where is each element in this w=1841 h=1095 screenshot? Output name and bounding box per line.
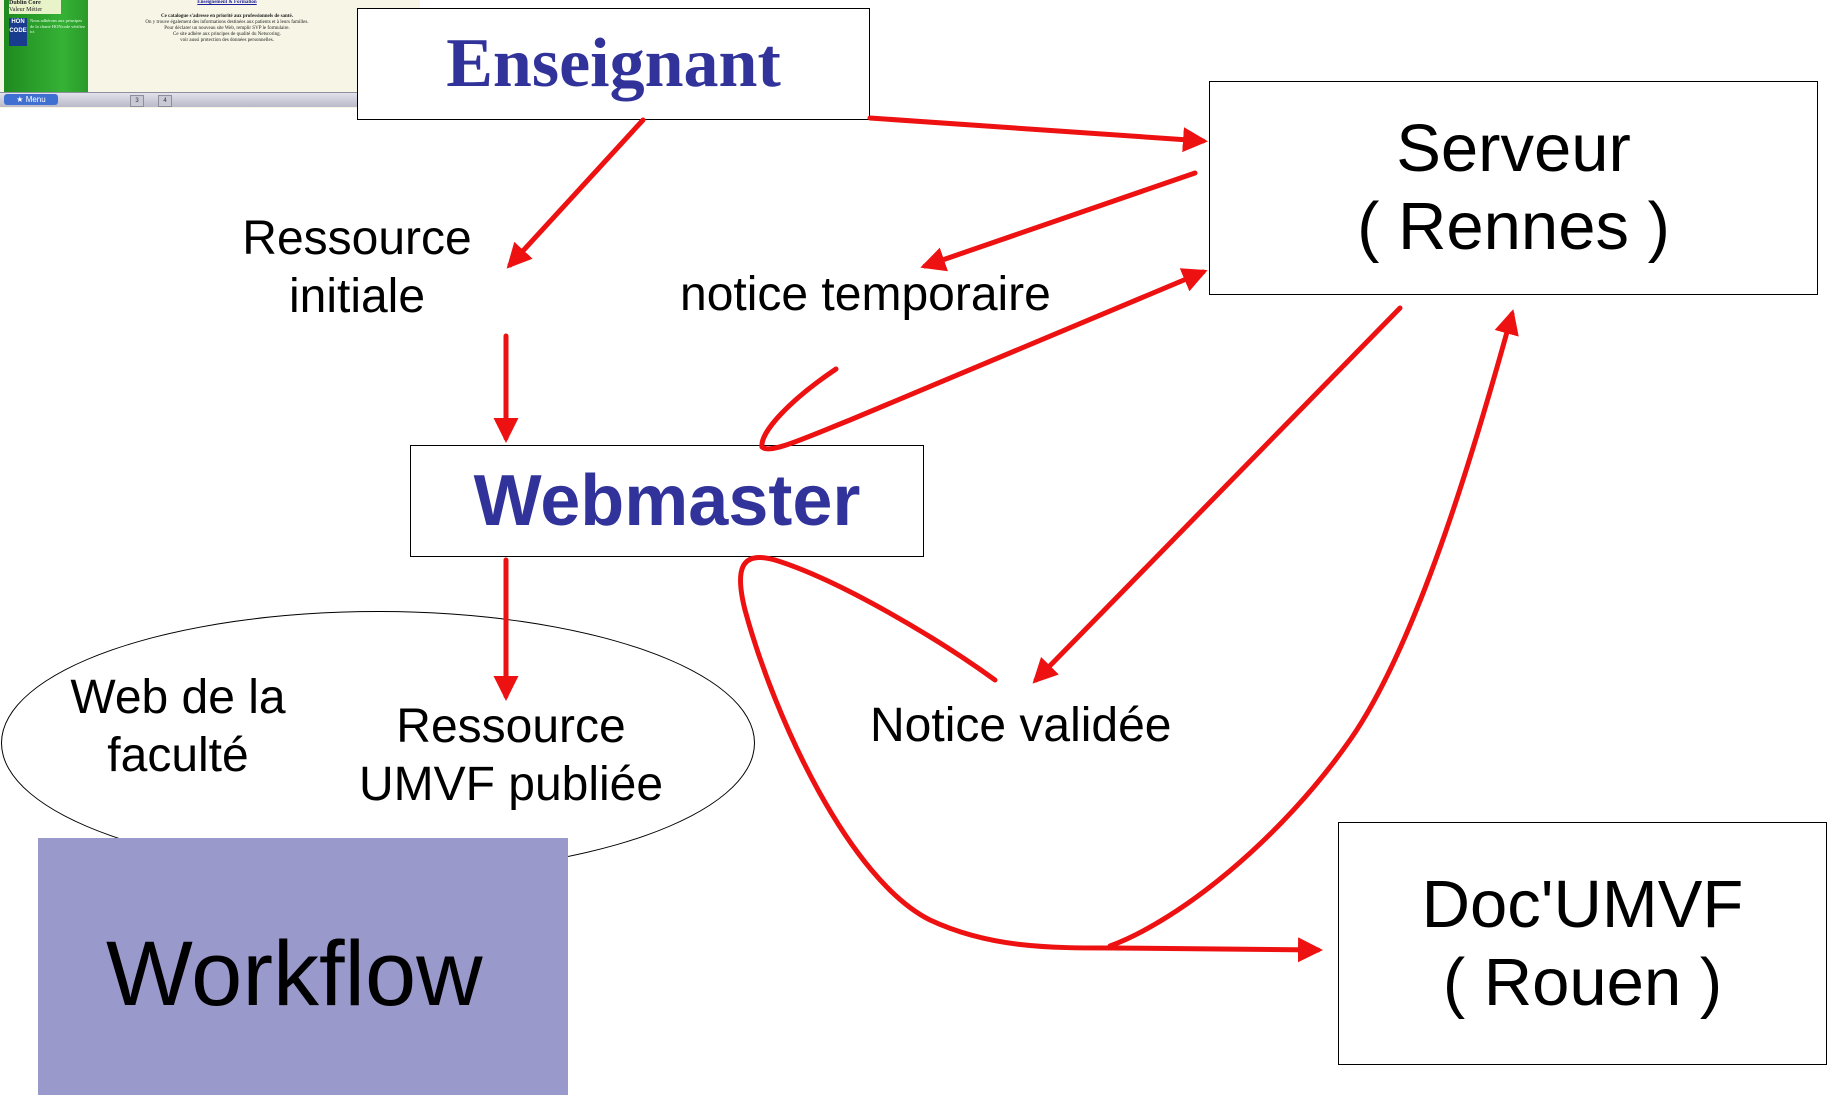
node-enseignant: Enseignant [357, 8, 870, 120]
label-notice-validee: Notice validée [870, 699, 1172, 752]
node-doc-umvf: Doc'UMVF ( Rouen ) [1338, 822, 1827, 1065]
label-web-faculte: Web de la faculté [70, 671, 286, 782]
taskbar: ★ Menu 3 4 [0, 92, 420, 107]
workflow-title-block: Workflow [38, 838, 568, 1095]
dublin-core-badge: Dublin Core Valeur Métier [9, 0, 61, 14]
hon-code-badge: HON CODE [9, 18, 27, 46]
node-serveur-line1: Serveur [1396, 111, 1631, 186]
content-line: Ce site adhère aux principes de qualité … [173, 32, 281, 37]
green-sidebar [4, 0, 88, 92]
arrow-serveur-to-notice-validee [1032, 305, 1403, 684]
node-doc-umvf-line1: Doc'UMVF [1421, 866, 1744, 942]
content-line: Pour déclarer un nouveau site Web, rempl… [164, 26, 290, 31]
node-enseignant-label: Enseignant [446, 25, 781, 102]
arrow-enseignant-to-ressource [506, 117, 646, 269]
arrow-serveur-to-notice-temporaire [920, 170, 1198, 272]
section-heading: Enseignement & Formation [197, 0, 257, 5]
embedded-screenshot: Dublin Core Valeur Métier HON CODE Nous … [0, 0, 420, 108]
workspace-button: 3 [130, 95, 144, 107]
node-doc-umvf-line2: ( Rouen ) [1442, 944, 1723, 1020]
workspace-button: 4 [158, 95, 172, 107]
star-icon: ★ [16, 95, 24, 104]
page-title: Workflow [106, 923, 483, 1025]
content-line: Ce catalogue s'adresse en priorité aux p… [161, 14, 293, 19]
start-menu-button: ★ Menu [4, 94, 58, 105]
content-line: On y trouve également des informations d… [145, 20, 309, 25]
node-serveur: Serveur ( Rennes ) [1209, 81, 1818, 295]
node-webmaster-label: Webmaster [473, 461, 861, 541]
label-notice-temporaire: notice temporaire [680, 268, 1051, 321]
page-content: Enseignement & Formation Ce catalogue s'… [92, 0, 362, 92]
arrow-enseignant-to-serveur [867, 115, 1208, 153]
hon-side-note: Nous adhérons aux principes de la charte… [30, 18, 85, 34]
content-line: voir aussi protection des données person… [180, 38, 274, 43]
label-ressource-initiale: Ressource initiale [242, 212, 472, 323]
node-webmaster: Webmaster [410, 445, 924, 557]
label-ressource-publiee: Ressource UMVF publiée [358, 700, 664, 811]
node-serveur-line2: ( Rennes ) [1357, 189, 1670, 264]
